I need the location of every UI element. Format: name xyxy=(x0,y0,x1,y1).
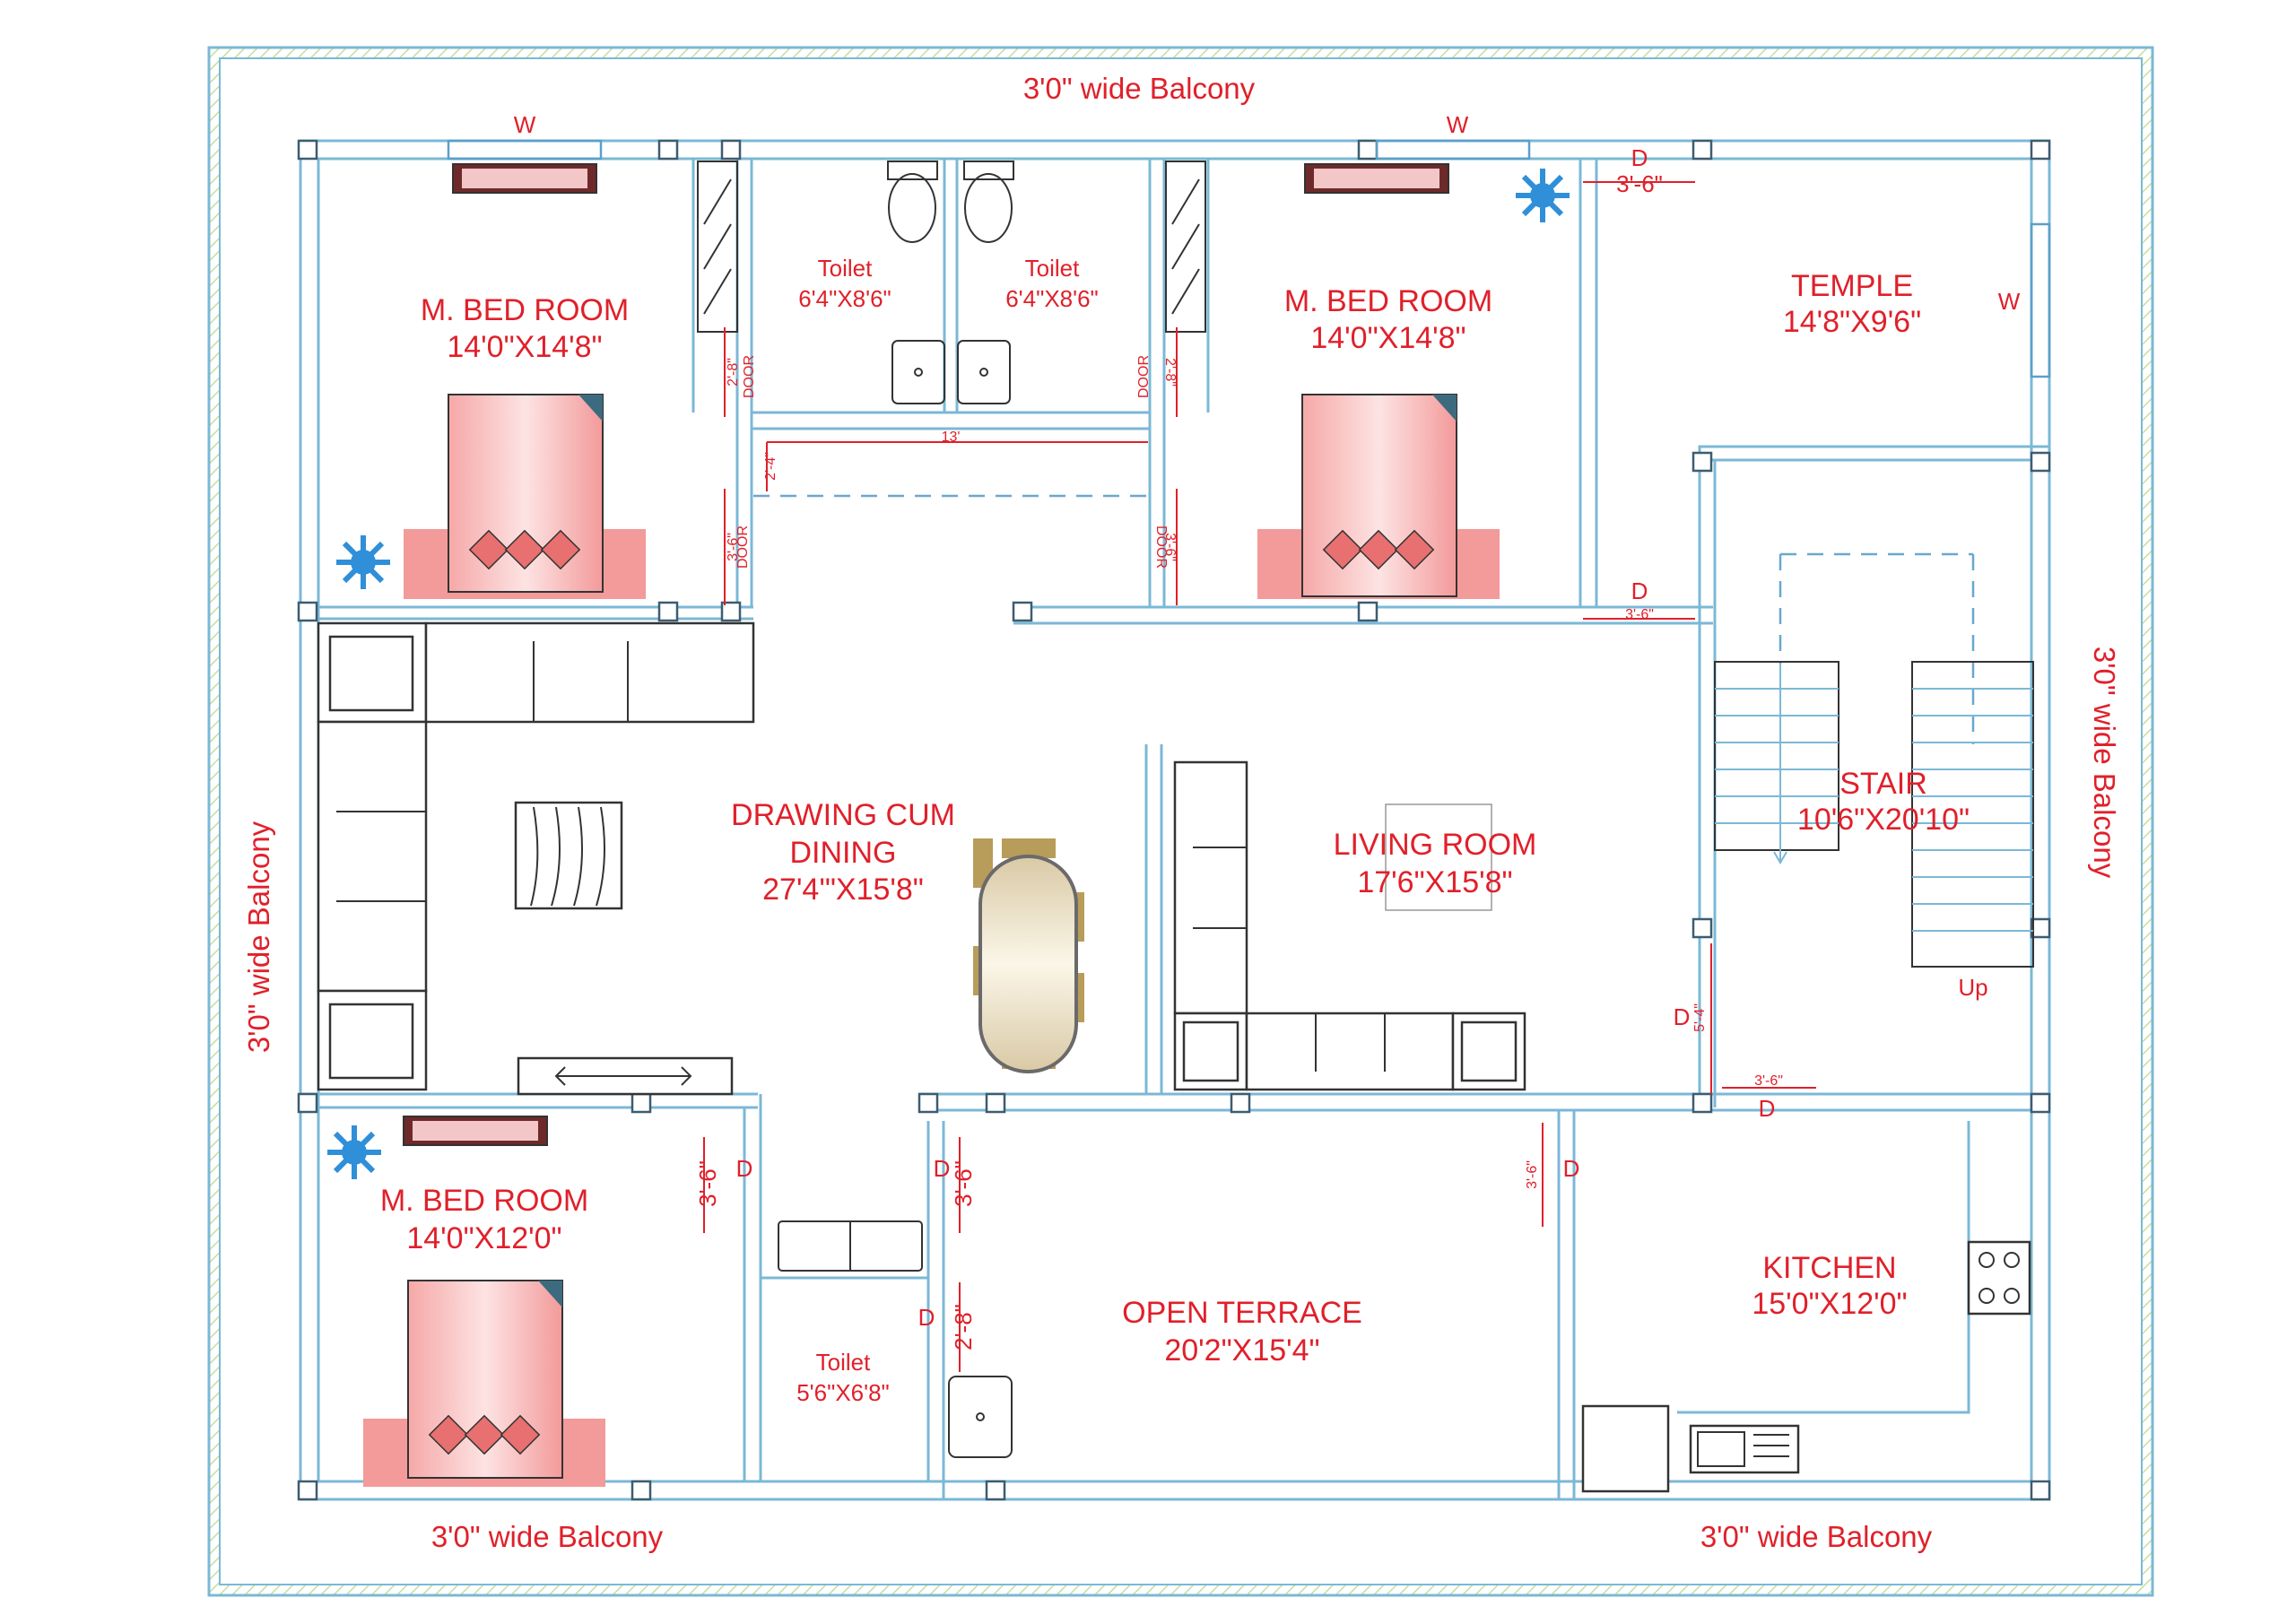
dim-3-6: 3'-6" xyxy=(1162,533,1178,561)
dim-3-6: 3'-6" xyxy=(950,1160,977,1207)
window-marker: W xyxy=(514,111,536,138)
wc-1 xyxy=(887,161,938,243)
bed-2 xyxy=(1257,394,1500,599)
bed3-size: 14'0"X12'0" xyxy=(406,1221,561,1255)
kitchen-fixtures xyxy=(1581,1240,2031,1493)
toilet1-name: Toilet xyxy=(818,255,873,282)
terrace-size: 20'2"X15'4" xyxy=(1164,1333,1319,1368)
wc-2 xyxy=(963,161,1014,243)
living-size: 17'6"X15'8" xyxy=(1357,865,1512,899)
door-marker: D xyxy=(736,1155,753,1182)
balcony-top-label: 3'0" wide Balcony xyxy=(1023,72,1256,105)
bed1-name: M. BED ROOM xyxy=(421,293,629,327)
door-text: DOOR xyxy=(1153,525,1169,569)
toilet3-name: Toilet xyxy=(816,1349,871,1376)
door-marker: D xyxy=(1631,144,1648,171)
balcony-right-label: 3'0" wide Balcony xyxy=(2088,647,2121,879)
toilet2-name: Toilet xyxy=(1025,255,1080,282)
dim-2-8: 2'-8" xyxy=(726,358,741,386)
bed3-name: M. BED ROOM xyxy=(380,1184,588,1218)
terrace-name: OPEN TERRACE xyxy=(1122,1296,1362,1330)
bed-1 xyxy=(404,394,646,599)
dim-3-6: 3'-6" xyxy=(1625,607,1654,622)
dim-3-6: 3'-6" xyxy=(694,1160,721,1207)
dim-3-6: 3'-6" xyxy=(1616,170,1663,197)
living-name: LIVING ROOM xyxy=(1334,828,1537,862)
dim-2-8: 2'-8" xyxy=(950,1304,977,1350)
dining-table xyxy=(973,838,1084,1073)
window-marker: W xyxy=(1998,288,2021,315)
dim-3-6: 3'-6" xyxy=(1525,1160,1540,1189)
beds xyxy=(363,394,1500,1487)
balcony-bottom-left-label: 3'0" wide Balcony xyxy=(431,1520,664,1553)
ac-units xyxy=(403,163,1449,1146)
toilet2-size: 6'4"X8'6" xyxy=(1005,285,1099,312)
columns xyxy=(297,139,2051,1501)
labels: 3'0" wide Balcony 3'0" wide Balcony 3'0"… xyxy=(242,72,2121,1553)
toilet-fixtures xyxy=(697,161,1206,1458)
sofa-set-drawing xyxy=(317,621,755,1096)
door-marker: D xyxy=(1563,1155,1580,1182)
windows xyxy=(447,139,2051,378)
dim-3-6: 3'-6" xyxy=(1754,1073,1783,1089)
kitchen-name: KITCHEN xyxy=(1762,1251,1896,1285)
snowflake-icon xyxy=(327,1125,381,1179)
basin-1 xyxy=(891,340,945,404)
temple-size: 14'8"X9'6" xyxy=(1783,305,1921,339)
toilet1-size: 6'4"X8'6" xyxy=(798,285,891,312)
sofa-set-living xyxy=(1173,760,1526,1091)
stair-name: STAIR xyxy=(1839,767,1927,801)
dim-3-6: 3'-6" xyxy=(726,533,741,561)
snowflake-icon xyxy=(1516,169,1570,222)
drawing-line1: DRAWING CUM xyxy=(731,798,955,832)
sink-double xyxy=(778,1220,923,1272)
bed1-size: 14'0"X14'8" xyxy=(447,330,602,364)
stair-up: Up xyxy=(1958,974,1987,1001)
shower-2 xyxy=(1165,161,1206,333)
dim-13: 13' xyxy=(942,430,961,445)
snowflake-icon xyxy=(336,535,390,589)
balcony-bottom-right-label: 3'0" wide Balcony xyxy=(1700,1520,1933,1553)
door-marker: D xyxy=(934,1155,951,1182)
door-text: DOOR xyxy=(1136,355,1152,398)
door-marker: D xyxy=(918,1304,935,1331)
drawing-size: 27'4'"X15'8" xyxy=(762,873,924,907)
shower-1 xyxy=(697,161,738,333)
snowflake-icons xyxy=(327,169,1570,1179)
dim-2-4: 2'-4" xyxy=(763,452,778,481)
dim-5-4: 5'-4" xyxy=(1692,1003,1708,1032)
balcony-left-label: 3'0" wide Balcony xyxy=(242,821,275,1053)
bed-3 xyxy=(363,1280,605,1487)
dim-2-8: 2'-8" xyxy=(1162,358,1178,386)
dimension-lines xyxy=(703,181,1816,1372)
kitchen-size: 15'0"X12'0" xyxy=(1752,1287,1907,1321)
stair xyxy=(1714,661,2034,968)
door-text: DOOR xyxy=(735,525,751,569)
temple-name: TEMPLE xyxy=(1791,269,1913,303)
door-marker: D xyxy=(1674,1003,1691,1030)
bed2-name: M. BED ROOM xyxy=(1284,284,1492,318)
window-marker: W xyxy=(1447,111,1469,138)
door-marker: D xyxy=(1759,1095,1776,1122)
door-text: DOOR xyxy=(742,355,757,398)
drawing-line2: DINING xyxy=(790,836,897,870)
toilet3-size: 5'6"X6'8" xyxy=(796,1379,890,1406)
stair-size: 10'6"X20'10" xyxy=(1797,803,1970,837)
bed2-size: 14'0"X14'8" xyxy=(1310,321,1465,355)
basin-2 xyxy=(957,340,1011,404)
basin-3 xyxy=(948,1376,1013,1458)
door-marker: D xyxy=(1631,578,1648,604)
